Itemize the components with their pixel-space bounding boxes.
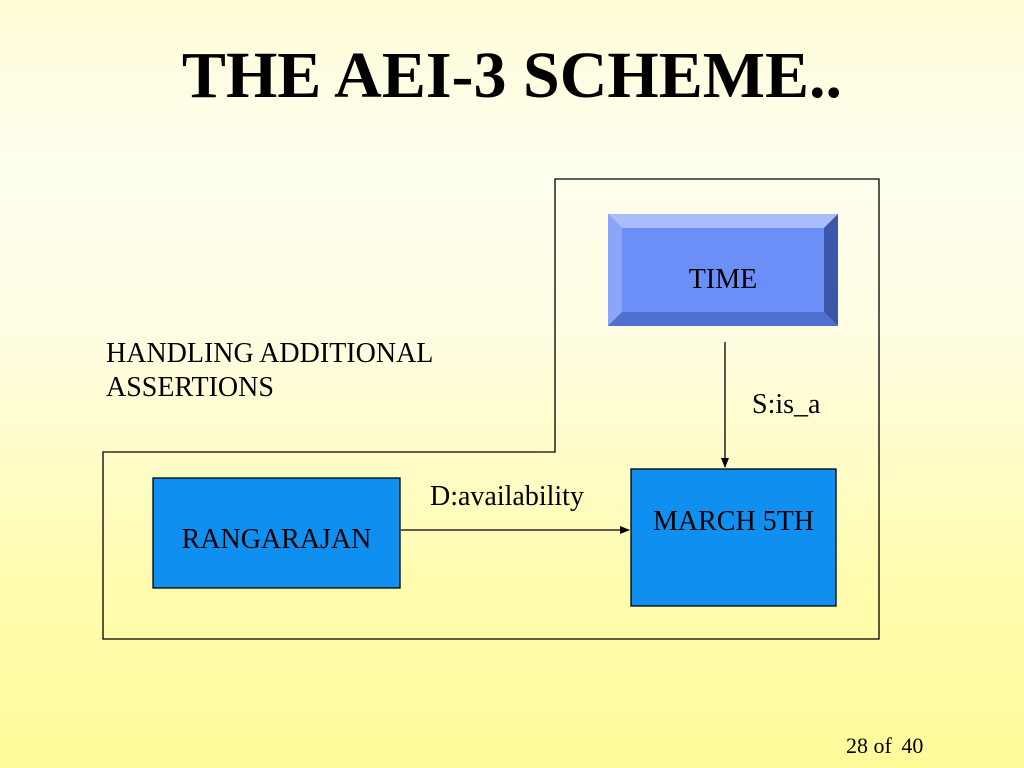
- page-current: 28: [846, 733, 868, 758]
- node-rangarajan-label: RANGARAJAN: [181, 524, 372, 555]
- page-number: 28 of 40: [846, 733, 923, 759]
- page-total: 40: [901, 733, 924, 758]
- caption-line-1: HANDLING ADDITIONAL: [106, 338, 434, 369]
- slide-title: THE AEI-3 SCHEME..: [181, 39, 843, 112]
- node-rangarajan: [152, 477, 401, 589]
- caption-line-2: ASSERTIONS: [106, 372, 274, 403]
- node-march-5th-label: MARCH 5TH: [652, 506, 814, 537]
- scope-outline: [102, 178, 880, 640]
- edge-is-a-label: S:is_a: [752, 389, 821, 420]
- node-time-label: TIME: [688, 264, 758, 295]
- node-march-5th: [630, 468, 837, 607]
- page-of: of: [873, 733, 892, 758]
- edge-availability-label: D:availability: [430, 481, 584, 512]
- diagram-caption: HANDLING ADDITIONAL ASSERTIONS: [106, 337, 526, 405]
- node-time: [608, 214, 838, 326]
